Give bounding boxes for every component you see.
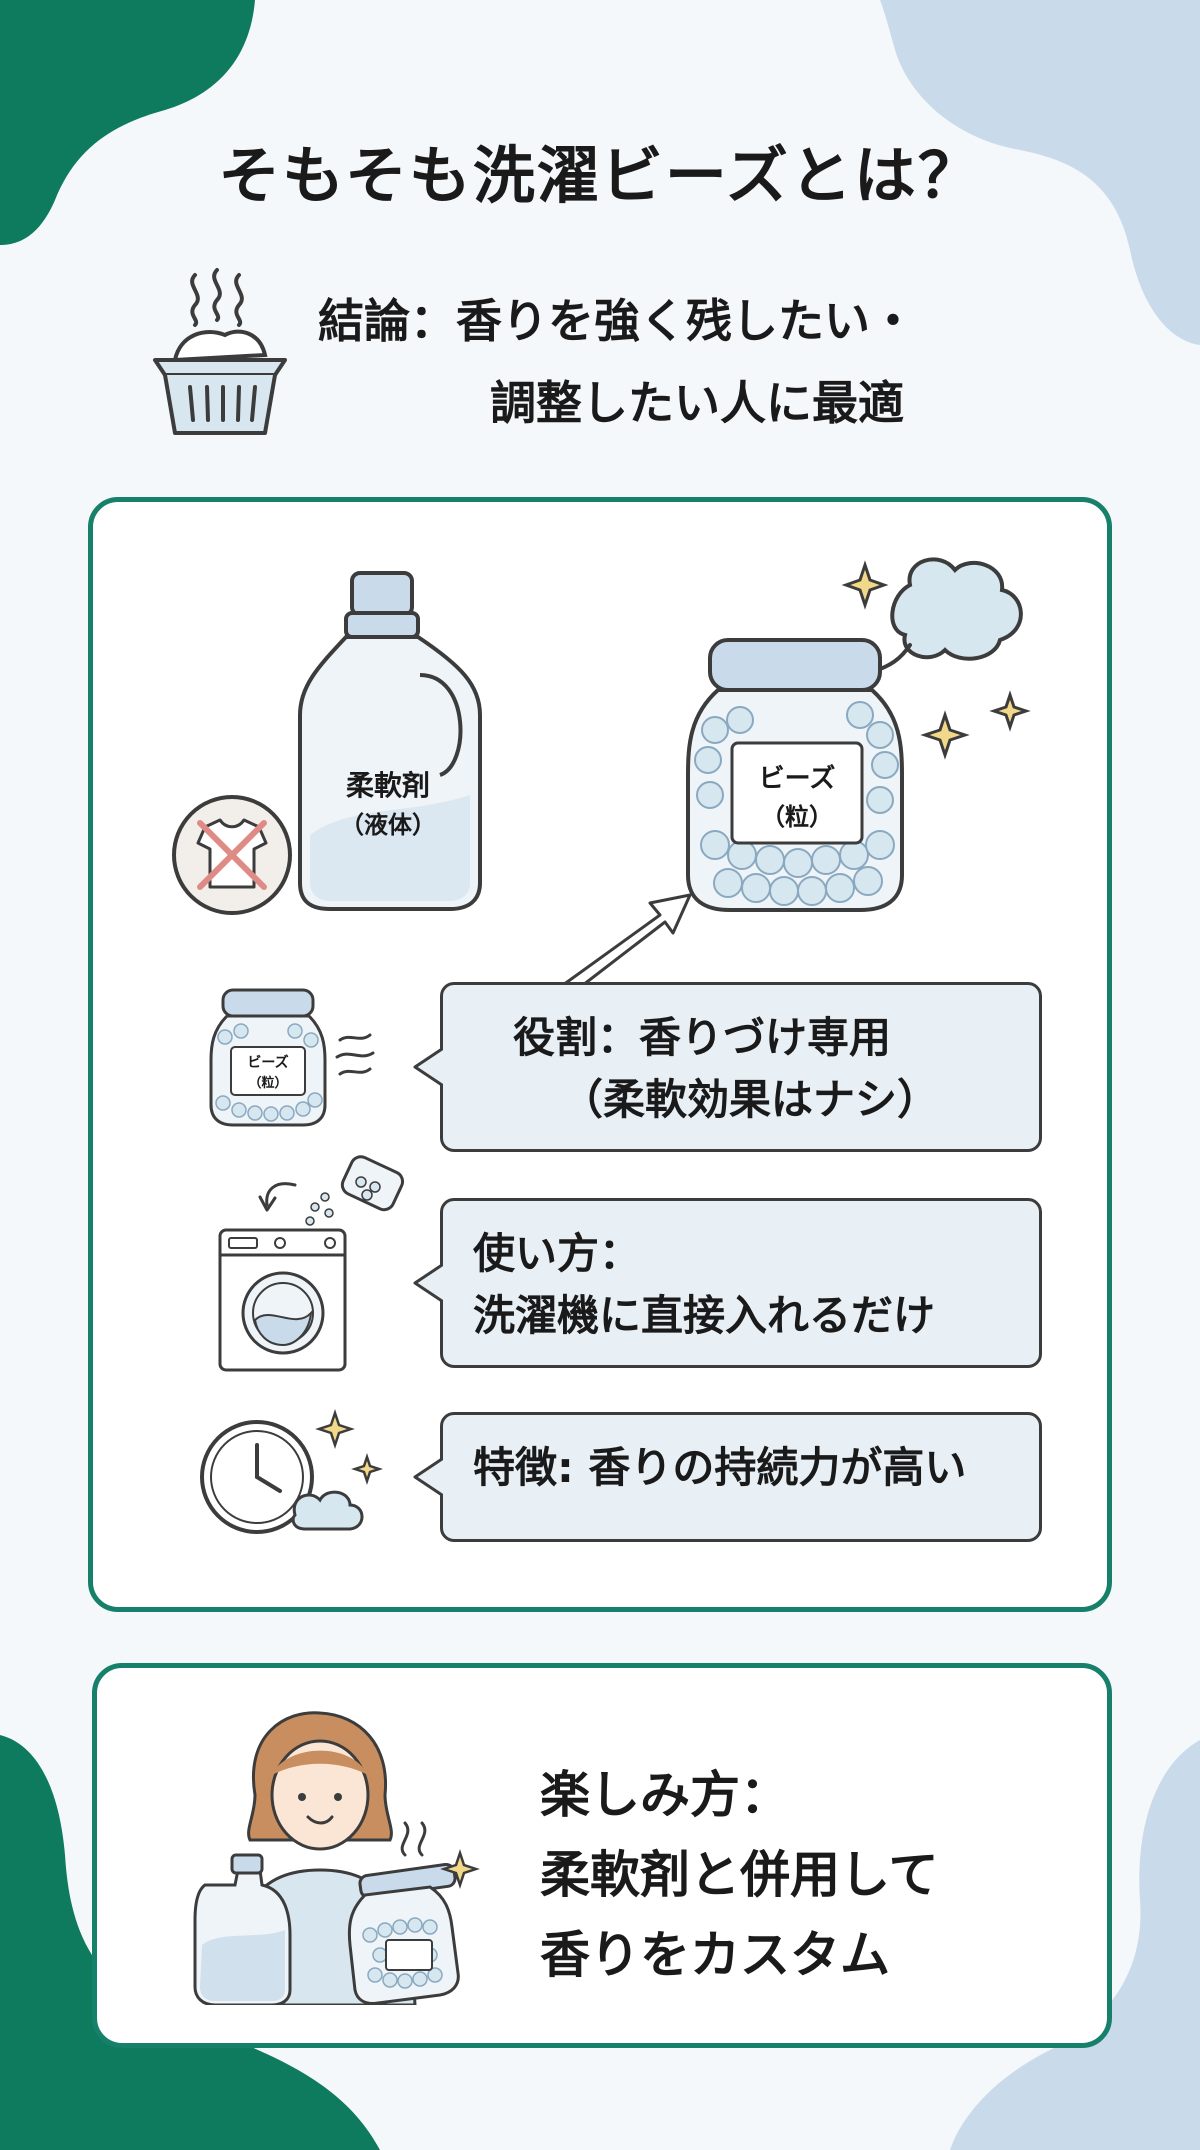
softener-bottle-illustration: 柔軟剤 （液体） bbox=[172, 571, 482, 915]
arrow-up-right-icon bbox=[561, 893, 692, 987]
small-beads-label-2: （粒） bbox=[248, 1075, 287, 1091]
washing-machine-icon bbox=[218, 1155, 405, 1372]
corner-blob-top-right bbox=[880, 0, 1200, 345]
beads-label-1: ビーズ bbox=[759, 763, 836, 794]
small-beads-label-1: ビーズ bbox=[247, 1054, 288, 1071]
feature-usage-bubble: 使い方： 洗濯機に直接入れるだけ bbox=[413, 1198, 1042, 1368]
feature-role-line-2: （柔軟効果はナシ） bbox=[561, 1075, 940, 1124]
softener-label-2: （液体） bbox=[340, 811, 436, 839]
bubble-tail bbox=[413, 1047, 443, 1087]
beads-jar-illustration: ビーズ （粒） bbox=[686, 557, 1031, 912]
softener-label-1: 柔軟剤 bbox=[346, 769, 430, 802]
bubble-tail bbox=[413, 1457, 443, 1497]
bubble-tail bbox=[413, 1263, 443, 1303]
corner-blob-bottom-left bbox=[0, 1735, 380, 2150]
beads-label-2: （粒） bbox=[761, 803, 833, 831]
conclusion-line-2: 調整したい人に最適 bbox=[490, 376, 904, 430]
feature-trait-line-1: 特徴: 香りの持続力が高い bbox=[473, 1443, 967, 1492]
enjoy-line-2: 柔軟剤と併用して bbox=[540, 1846, 939, 1904]
feature-usage-line-1: 使い方： bbox=[473, 1229, 642, 1278]
feature-role-bubble: 役割：香りづけ専用 （柔軟効果はナシ） bbox=[413, 982, 1042, 1152]
enjoy-line-1: 楽しみ方： bbox=[540, 1766, 790, 1824]
corner-blob-top-left bbox=[0, 0, 255, 245]
page-title: そもそも洗濯ビーズとは？ bbox=[218, 139, 982, 212]
feature-trait-bubble: 特徴: 香りの持続力が高い bbox=[413, 1412, 1042, 1542]
woman-illustration bbox=[193, 1711, 480, 2005]
feature-role-line-1: 役割：香りづけ専用 bbox=[513, 1013, 892, 1062]
corner-blob-bottom-right bbox=[950, 1740, 1200, 2150]
enjoy-line-3: 香りをカスタム bbox=[540, 1926, 890, 1984]
feature-usage-line-2: 洗濯機に直接入れるだけ bbox=[473, 1291, 936, 1340]
conclusion-text: 結論：香りを強く残したい・ 調整したい人に最適 bbox=[318, 280, 916, 444]
laundry-basket-icon bbox=[153, 268, 287, 435]
beads-jar-icon: ビーズ （粒） bbox=[209, 988, 375, 1127]
conclusion-line-1: 結論：香りを強く残したい・ bbox=[318, 294, 916, 348]
clock-icon bbox=[200, 1409, 383, 1534]
enjoy-text: 楽しみ方： 柔軟剤と併用して 香りをカスタム bbox=[540, 1755, 939, 1995]
